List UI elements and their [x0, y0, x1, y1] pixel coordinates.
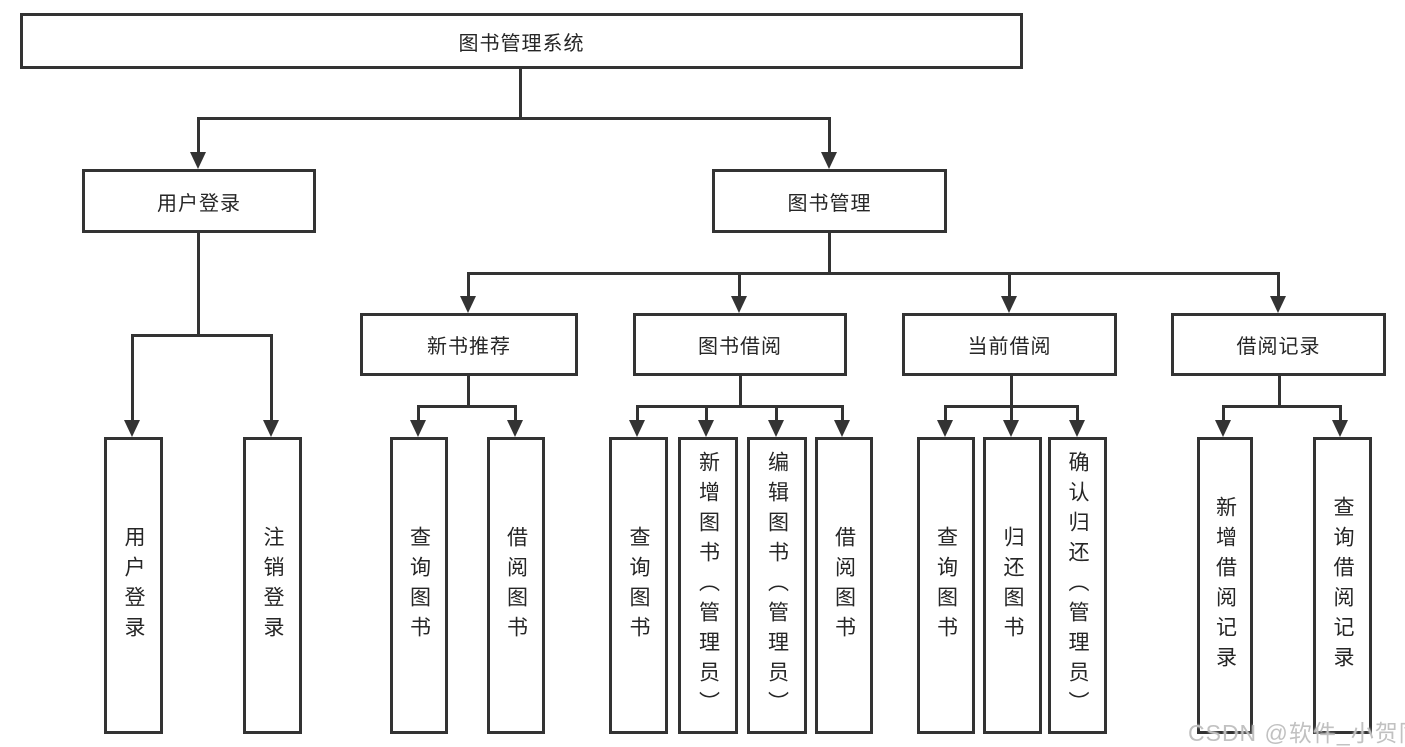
connector-book-mgmt-stem	[828, 233, 831, 275]
connector-borrow-records-stem	[1278, 376, 1281, 408]
connector-drop-bb-edit	[775, 405, 778, 423]
node-new-book-rec: 新书推荐	[360, 313, 578, 376]
node-bb-query-books: 查询图书	[609, 437, 668, 734]
connector-drop-book-borrow	[738, 272, 741, 299]
csdn-watermark: CSDN @软件_小贺同学	[1188, 720, 1405, 746]
arrowhead-icon	[698, 420, 714, 437]
connector-current-borrow-stem	[1010, 376, 1013, 408]
arrowhead-icon	[1001, 296, 1017, 313]
connector-drop-user-login	[197, 117, 200, 155]
node-br-query-record: 查询借阅记录	[1313, 437, 1372, 734]
connector-level2-bus	[197, 117, 831, 120]
connector-drop-bb-add	[705, 405, 708, 423]
connector-drop-br-query	[1339, 405, 1342, 423]
connector-drop-logout	[270, 334, 273, 423]
node-cb-confirm-return-admin: 确认归还（管理员）	[1048, 437, 1107, 734]
connector-book-borrow-bus	[636, 405, 844, 408]
arrowhead-icon	[410, 420, 426, 437]
node-user-login-group: 用户登录	[82, 169, 316, 233]
connector-drop-bb-query	[636, 405, 639, 423]
node-bb-edit-books-admin: 编辑图书（管理员）	[747, 437, 807, 734]
arrowhead-icon	[1069, 420, 1085, 437]
node-borrow-records: 借阅记录	[1171, 313, 1386, 376]
connector-borrow-records-bus	[1222, 405, 1342, 408]
arrowhead-icon	[1270, 296, 1286, 313]
arrowhead-icon	[263, 420, 279, 437]
connector-new-book-rec-bus	[417, 405, 517, 408]
connector-drop-borrow-records	[1277, 272, 1280, 299]
connector-drop-current-borrow	[1008, 272, 1011, 299]
node-bb-add-books-admin: 新增图书（管理员）	[678, 437, 738, 734]
arrowhead-icon	[507, 420, 523, 437]
node-rec-borrow-books: 借阅图书	[487, 437, 545, 734]
connector-book-borrow-stem	[739, 376, 742, 408]
connector-drop-br-add	[1222, 405, 1225, 423]
connector-drop-rec-borrow	[514, 405, 517, 423]
node-rec-query-books: 查询图书	[390, 437, 448, 734]
connector-level3-bus	[467, 272, 1280, 275]
node-cb-query-books: 查询图书	[917, 437, 975, 734]
node-book-mgmt-group: 图书管理	[712, 169, 947, 233]
node-cb-return-books: 归还图书	[983, 437, 1042, 734]
arrowhead-icon	[731, 296, 747, 313]
connector-drop-new-book-rec	[467, 272, 470, 299]
connector-drop-cb-return	[1010, 405, 1013, 423]
arrowhead-icon	[1332, 420, 1348, 437]
node-current-borrow: 当前借阅	[902, 313, 1117, 376]
node-br-add-record: 新增借阅记录	[1197, 437, 1253, 734]
connector-drop-rec-query	[417, 405, 420, 423]
arrowhead-icon	[190, 152, 206, 169]
connector-drop-bb-borrow	[841, 405, 844, 423]
connector-drop-login	[131, 334, 134, 423]
arrowhead-icon	[937, 420, 953, 437]
connector-root-stem	[519, 69, 522, 120]
arrowhead-icon	[1003, 420, 1019, 437]
connector-drop-cb-query	[944, 405, 947, 423]
arrowhead-icon	[821, 152, 837, 169]
node-user-login: 用户登录	[104, 437, 163, 734]
connector-new-book-rec-stem	[467, 376, 470, 408]
node-root-system: 图书管理系统	[20, 13, 1023, 69]
arrowhead-icon	[460, 296, 476, 313]
arrowhead-icon	[124, 420, 140, 437]
arrowhead-icon	[834, 420, 850, 437]
node-book-borrow: 图书借阅	[633, 313, 847, 376]
connector-user-login-bus	[131, 334, 273, 337]
arrowhead-icon	[768, 420, 784, 437]
arrowhead-icon	[629, 420, 645, 437]
connector-drop-book-mgmt	[828, 117, 831, 155]
node-bb-borrow-books: 借阅图书	[815, 437, 873, 734]
arrowhead-icon	[1215, 420, 1231, 437]
connector-user-login-stem	[197, 233, 200, 336]
connector-drop-cb-confirm	[1076, 405, 1079, 423]
node-logout-login: 注销登录	[243, 437, 302, 734]
